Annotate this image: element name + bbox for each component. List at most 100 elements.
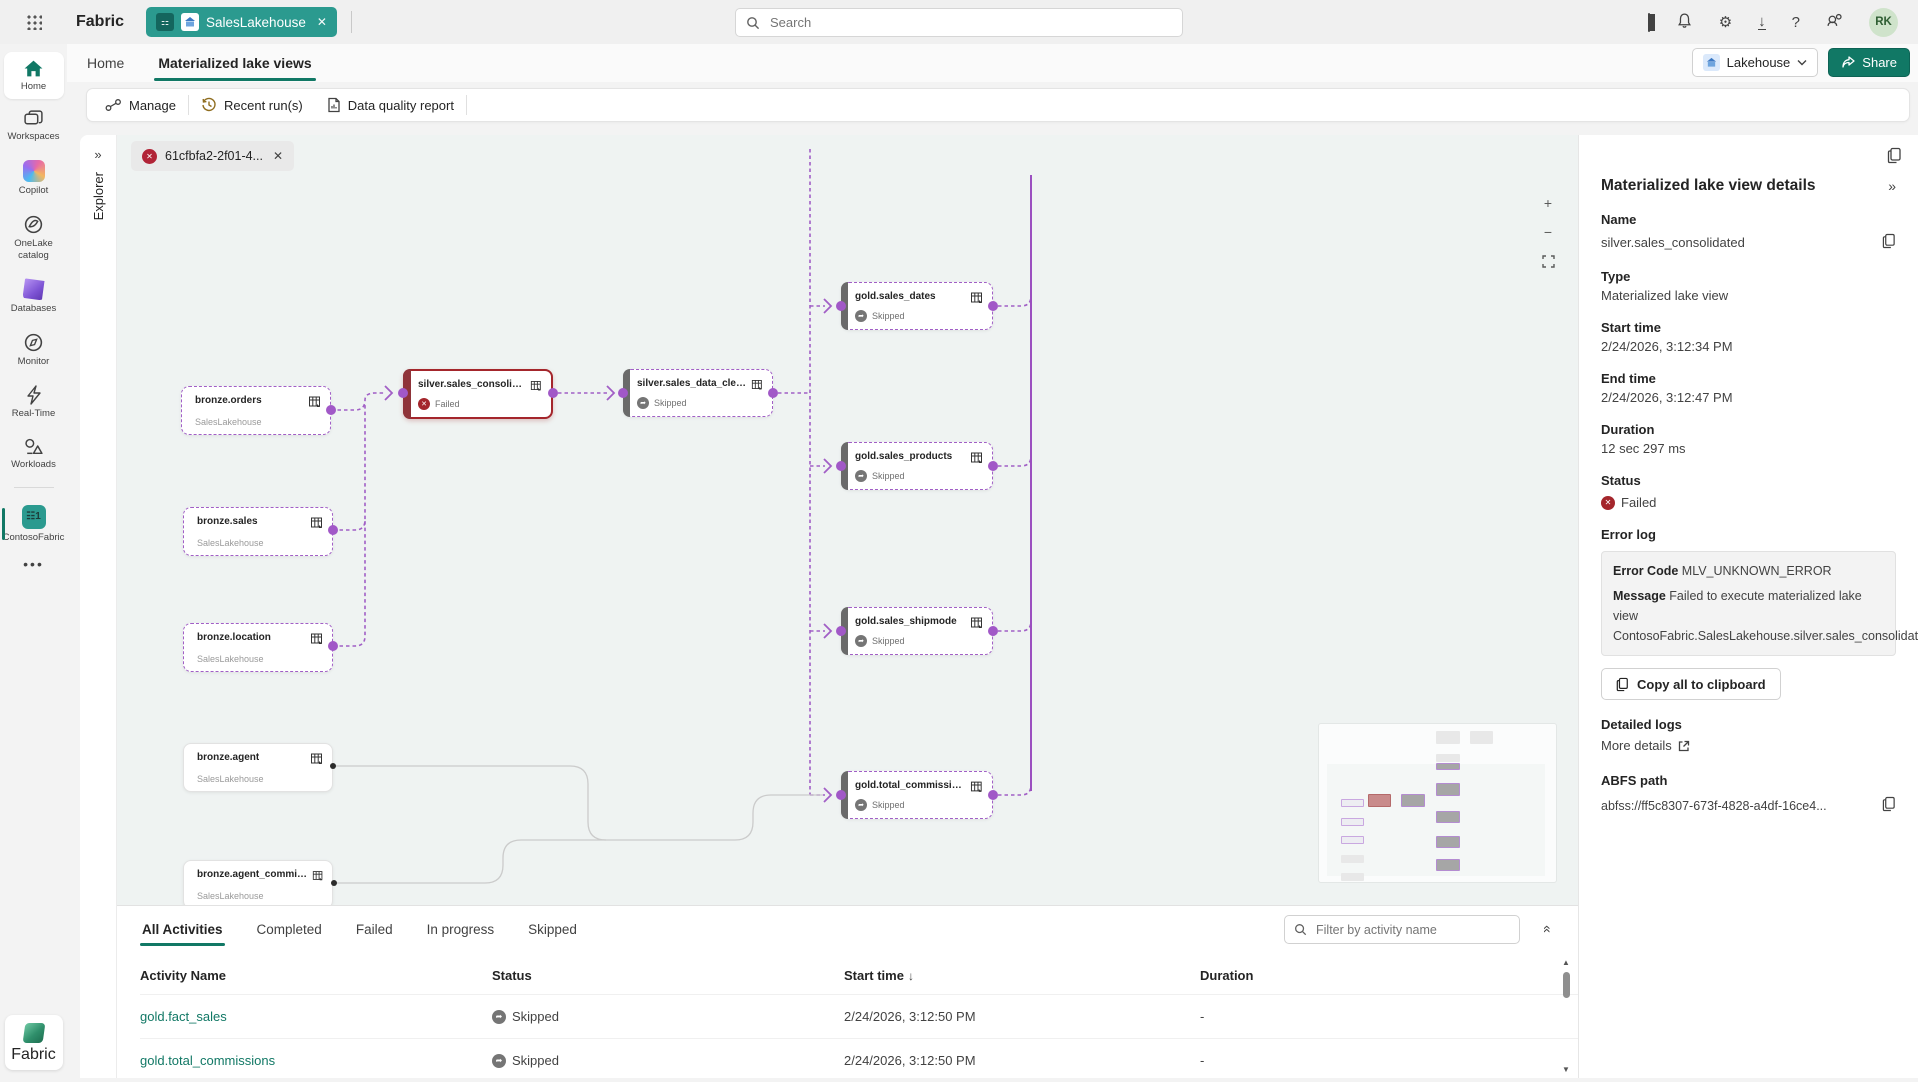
nav-onelake-catalog[interactable]: OneLake catalog [4, 207, 64, 268]
data-quality-report-button[interactable]: Data quality report [315, 89, 466, 121]
recent-runs-button[interactable]: Recent run(s) [189, 89, 315, 121]
graph-node-gold-sales-shipmode[interactable]: gold.sales_shipmode ➦Skipped [840, 606, 993, 656]
fit-to-screen-button[interactable] [1538, 251, 1558, 271]
column-status[interactable]: Status [492, 967, 532, 983]
mlv-toolbar: Manage Recent run(s) Data quality report [86, 88, 1910, 122]
nav-more-ellipsis[interactable]: ••• [23, 555, 44, 572]
column-duration[interactable]: Duration [1200, 967, 1254, 983]
explorer-label: Explorer [90, 172, 106, 221]
settings-gear-icon[interactable]: ⚙ [1718, 14, 1733, 31]
column-start-time[interactable]: Start time↓ [844, 967, 914, 983]
global-search[interactable] [735, 8, 1183, 37]
account-switcher-icon[interactable] [1826, 12, 1843, 33]
close-run-tab-icon[interactable]: ✕ [272, 149, 284, 163]
nav-monitor[interactable]: Monitor [4, 325, 64, 374]
external-link-icon [1678, 740, 1689, 751]
run-id-tab[interactable]: ✕ 61cfbfa2-2f01-4... ✕ [131, 141, 295, 171]
zoom-out-button[interactable]: − [1543, 224, 1553, 240]
tab-materialized-lake-views[interactable]: Materialized lake views [154, 49, 316, 81]
lakehouse-icon [1702, 54, 1720, 71]
nav-databases[interactable]: Databases [4, 271, 64, 321]
activity-row[interactable]: gold.total_commissions ➦Skipped 2/24/202… [140, 1038, 1578, 1082]
nav-copilot[interactable]: Copilot [4, 153, 64, 203]
skipped-status-bar [840, 770, 848, 820]
search-input[interactable] [768, 14, 1172, 31]
item-type-dropdown[interactable]: Lakehouse [1691, 48, 1819, 77]
nav-workspaces[interactable]: Workspaces [4, 103, 64, 149]
copy-abfs-path-icon[interactable] [1882, 796, 1896, 815]
graph-node-gold-sales-dates[interactable]: gold.sales_dates ➦Skipped [840, 281, 993, 331]
more-details-link[interactable]: More details [1601, 738, 1896, 753]
fabric-logo-icon [22, 1023, 45, 1043]
activities-tab-completed[interactable]: Completed [256, 921, 322, 937]
end-time-value: 2/24/2026, 3:12:47 PM [1601, 390, 1733, 405]
materialized-view-icon [531, 381, 542, 391]
workspace-tab-label: SalesLakehouse [206, 14, 306, 30]
app-launcher-waffle-icon[interactable] [26, 14, 42, 30]
table-icon [311, 517, 322, 528]
notifications-bell-icon[interactable] [1676, 12, 1693, 33]
nav-fabric-switcher[interactable]: Fabric [4, 1015, 63, 1070]
graph-node-gold-total-commissions[interactable]: gold.total_commissions ➦Skipped [840, 770, 993, 820]
column-activity-name[interactable]: Activity Name [140, 967, 226, 983]
graph-node-bronze-sales[interactable]: bronze.sales SalesLakehouse [183, 507, 333, 556]
table-icon [312, 871, 323, 881]
activities-tab-all[interactable]: All Activities [140, 918, 225, 946]
copy-all-to-clipboard-button[interactable]: Copy all to clipboard [1601, 668, 1781, 700]
error-log-box: Error Code MLV_UNKNOWN_ERROR Message Fai… [1601, 551, 1918, 656]
activities-panel: All Activities Completed Failed In progr… [117, 905, 1578, 1078]
user-avatar[interactable]: RK [1869, 7, 1898, 37]
graph-node-silver-sales-data-cleaned[interactable]: silver.sales_data_cleaned ➦Skipped [622, 368, 773, 418]
activity-filter[interactable] [1284, 915, 1520, 944]
expand-explorer-icon[interactable]: » [94, 147, 102, 162]
real-time-icon [24, 385, 44, 405]
skipped-status-bar [840, 606, 848, 656]
scroll-up-icon[interactable]: ▲ [1562, 958, 1570, 967]
canvas-minimap[interactable] [1318, 723, 1557, 883]
history-clock-icon [202, 97, 216, 112]
side-pane-toggle-icon[interactable] [1647, 12, 1650, 32]
canvas-zoom-controls: + − [1538, 193, 1558, 271]
graph-node-bronze-orders[interactable]: bronze.orders SalesLakehouse [181, 386, 331, 435]
activities-tab-skipped[interactable]: Skipped [528, 921, 577, 937]
activities-scrollbar[interactable]: ▲ ▼ [1560, 958, 1572, 1074]
copy-details-icon[interactable] [1887, 147, 1902, 169]
sort-descending-icon: ↓ [907, 968, 914, 983]
scroll-down-icon[interactable]: ▼ [1562, 1065, 1570, 1074]
share-button[interactable]: Share [1828, 48, 1910, 77]
nav-workloads[interactable]: Workloads [4, 430, 64, 477]
collapse-panel-icon[interactable]: » [1888, 178, 1896, 194]
nav-home[interactable]: Home [3, 52, 64, 99]
nav-workspace-contosofabric[interactable]: ☷1 ContosoFabric [1, 498, 64, 550]
graph-node-bronze-agent[interactable]: bronze.agent SalesLakehouse [183, 743, 333, 792]
manage-button[interactable]: Manage [93, 89, 188, 121]
scrollbar-thumb[interactable] [1562, 972, 1570, 998]
close-tab-icon[interactable]: ✕ [316, 15, 327, 29]
activities-tab-failed[interactable]: Failed [355, 921, 393, 937]
activity-row[interactable]: gold.fact_sales ➦Skipped 2/24/2026, 3:12… [140, 994, 1578, 1038]
materialized-view-icon [971, 292, 982, 303]
graph-node-gold-sales-products[interactable]: gold.sales_products ➦Skipped [840, 441, 993, 491]
graph-node-bronze-location[interactable]: bronze.location SalesLakehouse [183, 623, 333, 672]
copy-name-icon[interactable] [1882, 233, 1896, 252]
lineage-canvas[interactable]: ✕ 61cfbfa2-2f01-4... ✕ + − bronze.orders… [117, 135, 1578, 905]
download-icon[interactable]: ↓ [1758, 12, 1766, 30]
graph-node-bronze-agent-commissions[interactable]: bronze.agent_commissio... SalesLakehouse [183, 860, 333, 905]
workspace-icon: ⚏ [156, 13, 175, 31]
nav-real-time[interactable]: Real-Time [4, 378, 64, 426]
activity-filter-input[interactable] [1314, 921, 1510, 938]
graph-node-silver-sales-consolidated[interactable]: silver.sales_consolidated ✕Failed [403, 369, 553, 419]
activity-name-link[interactable]: gold.total_commissions [140, 1053, 276, 1068]
activities-tab-in-progress[interactable]: In progress [426, 921, 495, 937]
duration-value: 12 sec 297 ms [1601, 441, 1686, 456]
mlv-name-value: silver.sales_consolidated [1601, 235, 1745, 250]
activity-name-link[interactable]: gold.fact_sales [140, 1009, 227, 1024]
mlv-type-value: Materialized lake view [1601, 288, 1729, 303]
help-icon[interactable]: ? [1791, 13, 1800, 31]
tab-home[interactable]: Home [87, 55, 125, 71]
zoom-in-button[interactable]: + [1543, 195, 1553, 211]
workspace-tab-saleslakehouse[interactable]: ⚏ SalesLakehouse ✕ [146, 7, 337, 37]
collapse-activities-icon[interactable]: « [1539, 925, 1556, 931]
divider [187, 95, 189, 115]
status-badge: ✕ Failed [1601, 495, 1896, 510]
